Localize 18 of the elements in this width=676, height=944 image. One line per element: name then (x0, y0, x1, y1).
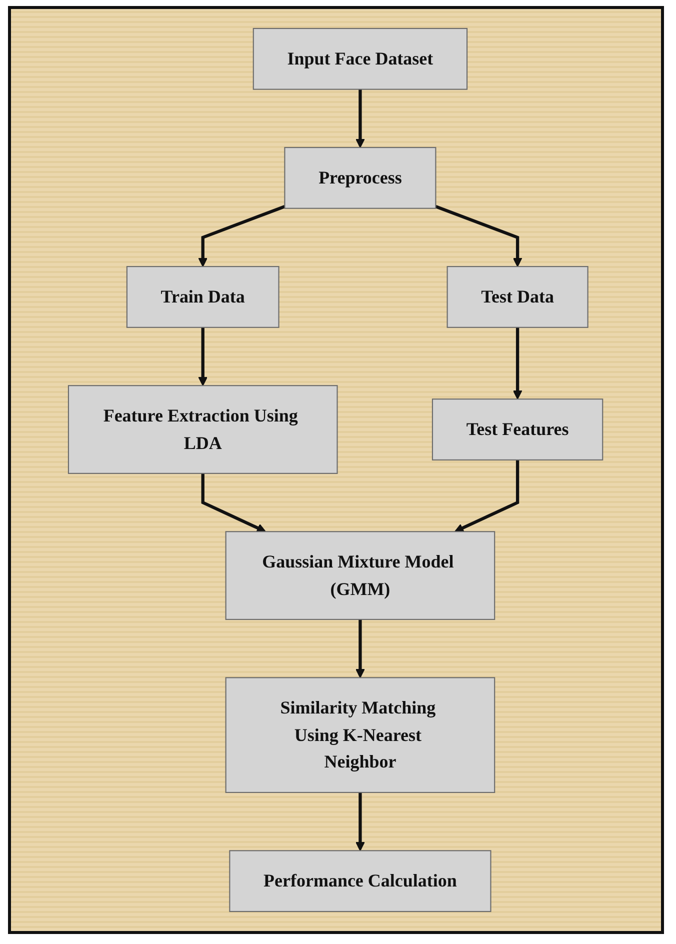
arrow (513, 327, 523, 400)
arrow (356, 619, 366, 678)
node-box: Preprocess (284, 147, 437, 209)
node-box: Train Data (126, 266, 280, 328)
node-box: Feature Extraction Using LDA (68, 385, 338, 474)
node-box: Input Face Dataset (253, 28, 468, 90)
arrow (454, 460, 520, 532)
node-box: Test Features (432, 398, 604, 460)
arrow (202, 473, 266, 532)
node-box: Similarity Matching Using K-Nearest Neighbor (226, 677, 496, 793)
arrow (356, 792, 366, 852)
arrow (356, 89, 366, 148)
arrow (198, 205, 286, 267)
node-box: Performance Calculation (230, 850, 492, 912)
arrow (436, 205, 523, 267)
arrow (198, 327, 208, 386)
node-box: Test Data (447, 266, 589, 328)
node-box: Gaussian Mixture Model (GMM) (226, 531, 496, 620)
